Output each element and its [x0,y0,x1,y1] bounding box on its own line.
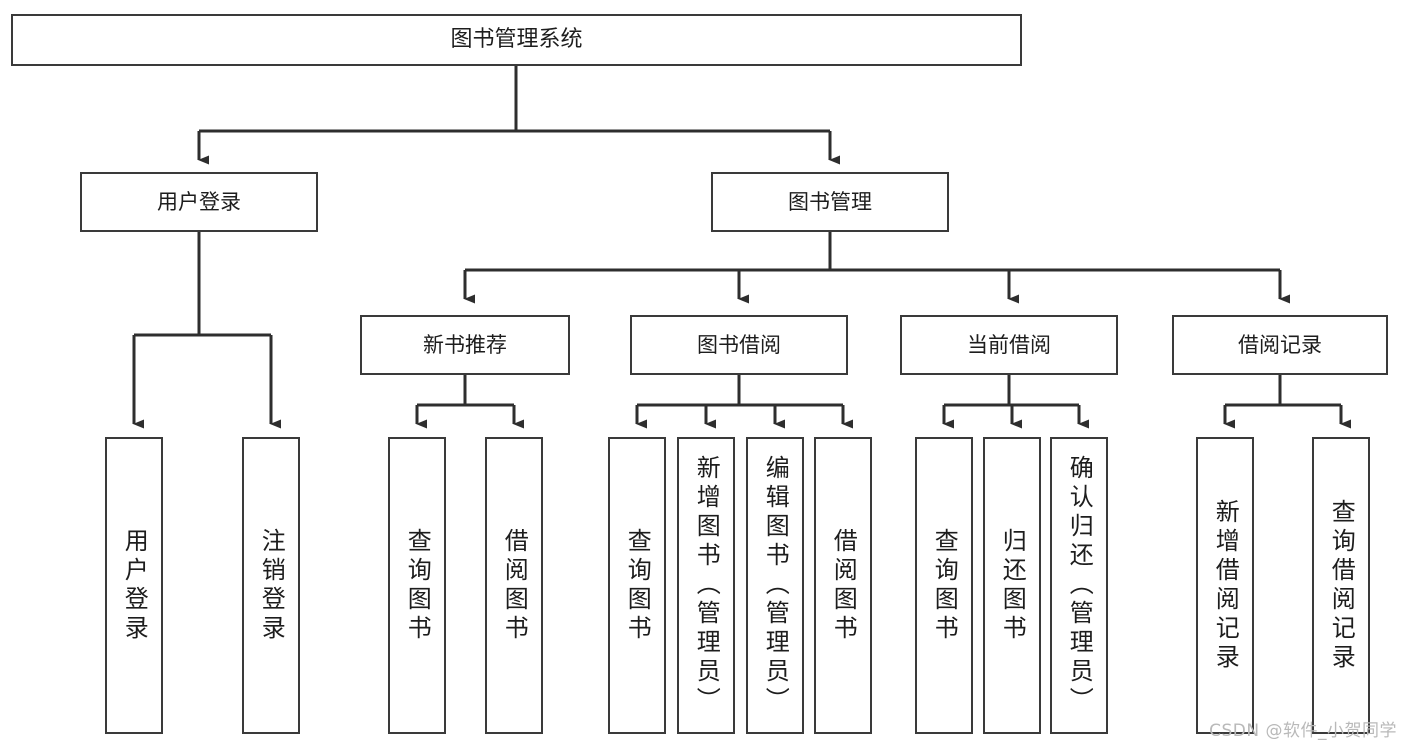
node-leaf-add-book-admin[interactable]: 新增图书（管理员） [677,437,735,734]
node-leaf-edit-book-admin-label: 编辑图书（管理员） [761,455,790,716]
node-leaf-add-borrow-record-label: 新增借阅记录 [1211,498,1240,673]
node-book-borrow-label: 图书借阅 [697,332,781,357]
node-root[interactable]: 图书管理系统 [11,14,1022,66]
node-leaf-return-book[interactable]: 归还图书 [983,437,1041,734]
node-new-book-recommend[interactable]: 新书推荐 [360,315,570,375]
node-user-login-label: 用户登录 [157,189,241,214]
node-leaf-return-book-label: 归还图书 [998,527,1027,644]
node-book-manage-label: 图书管理 [788,189,872,214]
node-leaf-confirm-return-admin-label: 确认归还（管理员） [1065,455,1094,716]
node-leaf-query-borrow-record-label: 查询借阅记录 [1327,498,1356,673]
node-book-manage[interactable]: 图书管理 [711,172,949,232]
node-leaf-query-book-3[interactable]: 查询图书 [915,437,973,734]
node-leaf-logout-login[interactable]: 注销登录 [242,437,300,734]
node-leaf-confirm-return-admin[interactable]: 确认归还（管理员） [1050,437,1108,734]
node-leaf-borrow-book-2[interactable]: 借阅图书 [814,437,872,734]
node-leaf-query-book-1-label: 查询图书 [403,527,432,644]
node-leaf-add-borrow-record[interactable]: 新增借阅记录 [1196,437,1254,734]
node-leaf-edit-book-admin[interactable]: 编辑图书（管理员） [746,437,804,734]
node-borrow-record-label: 借阅记录 [1238,332,1322,357]
node-root-label: 图书管理系统 [450,27,583,53]
node-user-login[interactable]: 用户登录 [80,172,318,232]
node-book-borrow[interactable]: 图书借阅 [630,315,848,375]
node-leaf-query-book-2-label: 查询图书 [623,527,652,644]
node-current-borrow[interactable]: 当前借阅 [900,315,1118,375]
node-leaf-borrow-book-1-label: 借阅图书 [500,527,529,644]
node-leaf-query-book-2[interactable]: 查询图书 [608,437,666,734]
node-current-borrow-label: 当前借阅 [967,332,1051,357]
node-new-book-recommend-label: 新书推荐 [423,332,507,357]
node-leaf-add-book-admin-label: 新增图书（管理员） [692,455,721,716]
node-leaf-borrow-book-2-label: 借阅图书 [829,527,858,644]
node-leaf-user-login[interactable]: 用户登录 [105,437,163,734]
node-borrow-record[interactable]: 借阅记录 [1172,315,1388,375]
node-leaf-query-book-1[interactable]: 查询图书 [388,437,446,734]
node-leaf-query-book-3-label: 查询图书 [930,527,959,644]
node-leaf-query-borrow-record[interactable]: 查询借阅记录 [1312,437,1370,734]
node-leaf-borrow-book-1[interactable]: 借阅图书 [485,437,543,734]
node-leaf-user-login-label: 用户登录 [120,527,149,644]
node-leaf-logout-login-label: 注销登录 [257,527,286,644]
